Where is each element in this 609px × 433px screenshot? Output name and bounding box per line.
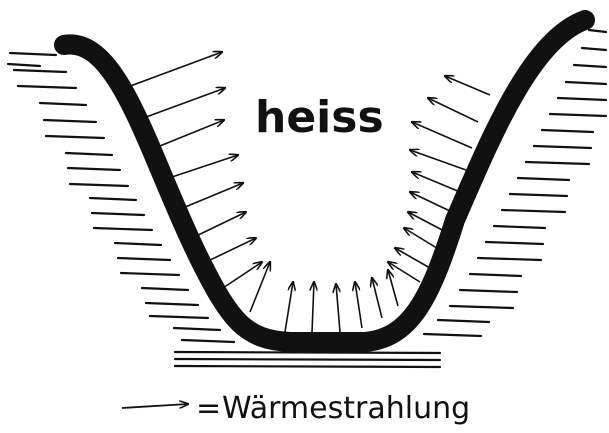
hatch-line	[494, 226, 545, 228]
hatch-line	[566, 82, 606, 84]
hatch-line	[10, 53, 56, 55]
hatch-line	[18, 86, 76, 88]
hot-label: heiss	[255, 92, 384, 143]
arrow-icon	[206, 238, 256, 262]
arrow-icon	[412, 172, 460, 192]
legend-arrow-icon	[122, 404, 188, 408]
hatch-line	[174, 328, 220, 330]
hatch-line	[518, 178, 569, 180]
hatch-line	[526, 162, 589, 164]
arrow-icon	[408, 212, 446, 232]
hatch-line	[70, 184, 128, 186]
hatch-line	[68, 168, 120, 170]
legend: = Wärmestrahlung	[122, 391, 470, 426]
arrow-icon	[388, 262, 420, 282]
arrow-icon	[388, 270, 398, 306]
trough-curve	[64, 20, 585, 342]
legend-text: Wärmestrahlung	[222, 391, 470, 426]
hatch-line	[118, 258, 170, 260]
hatch-line	[94, 228, 152, 230]
hatch-line	[486, 242, 543, 244]
arrow-icon	[285, 282, 293, 332]
hatch-line	[550, 114, 606, 116]
hatch-line	[115, 243, 161, 245]
hatch-line	[450, 306, 513, 308]
hatch-line	[66, 153, 112, 155]
arrow-icon	[445, 76, 490, 95]
hatch-line	[470, 274, 521, 276]
arrow-icon	[372, 278, 382, 318]
hatch-line	[460, 290, 517, 292]
hatch-line	[175, 359, 440, 360]
arrow-icon	[412, 122, 472, 148]
legend-equals: =	[196, 391, 221, 426]
hatch-line	[8, 64, 40, 66]
hatch-line	[534, 146, 591, 148]
hatch-line	[510, 194, 567, 196]
arrow-icon	[355, 282, 362, 328]
hatch-line	[502, 210, 565, 212]
hatch-line	[558, 98, 606, 100]
arrow-icon	[312, 282, 314, 332]
hatch-line	[574, 65, 606, 67]
arrow-icon	[163, 155, 238, 180]
hatch-line	[478, 258, 541, 260]
hatch-line	[582, 48, 606, 50]
hatch-line	[175, 366, 440, 367]
hatch-line	[542, 130, 593, 132]
hatch-line	[182, 340, 234, 342]
arrow-icon	[192, 212, 246, 238]
arrow-icon	[336, 284, 340, 332]
hatch-line	[589, 30, 606, 32]
arrow-icon	[250, 262, 270, 312]
arrow-icon	[410, 192, 452, 212]
hatch-line	[175, 352, 440, 353]
arrow-icon	[395, 248, 430, 268]
hatch-line	[14, 70, 66, 72]
arrow-icon	[220, 262, 262, 290]
hatch-line	[424, 334, 481, 336]
hatch-line	[92, 213, 144, 215]
hatch-line	[150, 316, 208, 318]
hatch-line	[46, 136, 104, 138]
hatch-line	[142, 288, 188, 290]
arrow-icon	[404, 228, 440, 250]
arrow-icon	[150, 120, 224, 150]
arrow-icon	[410, 150, 466, 170]
hatch-line	[90, 198, 136, 200]
arrow-icon	[178, 183, 243, 210]
hatch-line	[40, 103, 86, 105]
hatch-line	[438, 320, 489, 322]
arrow-icon	[428, 98, 478, 122]
hatch-line	[146, 303, 198, 305]
arrow-icon	[138, 88, 225, 120]
arrow-icon	[125, 52, 222, 88]
hatch-line	[121, 273, 179, 275]
hatch-line	[44, 120, 96, 122]
